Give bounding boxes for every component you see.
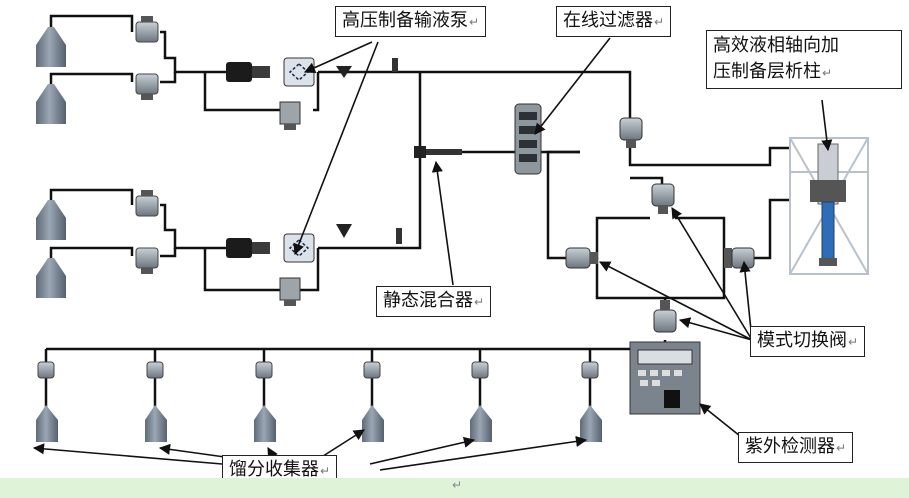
label-collector-text: 馏分收集器 — [229, 459, 319, 480]
inlet-valve-4 — [135, 247, 159, 274]
para-mark: ↵ — [654, 15, 665, 29]
label-column-line1: 高效液相轴向加 — [713, 35, 839, 56]
label-pump-text: 高压制备输液泵 — [342, 10, 468, 31]
online-filter — [514, 103, 542, 175]
prep-column — [789, 137, 869, 275]
para-mark: ↵ — [452, 478, 463, 492]
mode-switch-valves — [565, 117, 755, 333]
label-filter-text: 在线过滤器 — [563, 10, 653, 31]
para-mark: ↵ — [848, 335, 859, 349]
label-valve: 模式切换阀↵ — [750, 326, 866, 357]
para-mark: ↵ — [836, 441, 847, 455]
switch-valve-top — [619, 117, 643, 148]
inlet-valve-1 — [135, 16, 159, 43]
solvent-tank-1 — [36, 27, 66, 67]
collector-vessel-5 — [470, 361, 492, 442]
para-mark: ↵ — [469, 15, 480, 29]
label-valve-text: 模式切换阀 — [757, 330, 847, 351]
inlet-pipes-upper — [49, 14, 632, 118]
static-mixer — [414, 146, 462, 158]
label-column: 高效液相轴向加 压制备层析柱↵ — [706, 30, 902, 89]
pump-lower — [226, 224, 402, 306]
label-filter: 在线过滤器↵ — [556, 6, 672, 37]
bottom-strip — [0, 478, 909, 498]
solvent-tank-3 — [36, 200, 66, 240]
solvent-tank-2 — [36, 84, 66, 124]
inlet-valve-2 — [135, 73, 159, 100]
para-mark: ↵ — [474, 295, 485, 309]
uv-detector — [629, 341, 701, 415]
label-mixer: 静态混合器↵ — [376, 286, 492, 317]
collector-vessels — [36, 361, 602, 442]
collector-vessel-3 — [254, 361, 276, 442]
inlet-valve-group — [135, 16, 159, 274]
inlet-valve-3 — [135, 190, 159, 217]
para-mark: ↵ — [822, 66, 833, 80]
collector-vessel-2 — [145, 361, 167, 442]
para-mark: ↵ — [320, 464, 331, 478]
solvent-tank-4 — [36, 258, 66, 298]
label-detector-text: 紫外检测器 — [745, 436, 835, 457]
switch-valve-bottom — [653, 300, 677, 333]
label-pump: 高压制备输液泵↵ — [335, 6, 487, 37]
collector-vessel-4 — [362, 361, 384, 442]
switch-valve-right — [724, 247, 755, 269]
label-column-line2: 压制备层析柱 — [713, 61, 821, 82]
collector-vessel-6 — [580, 361, 602, 442]
label-detector: 紫外检测器↵ — [738, 432, 854, 463]
switch-valve-left — [565, 247, 598, 269]
switch-valve-mid — [651, 183, 675, 214]
collector-manifold — [44, 347, 630, 408]
inlet-pipes-lower — [49, 72, 422, 292]
callout-arrows — [32, 37, 833, 471]
collector-vessel-1 — [36, 361, 58, 442]
label-mixer-text: 静态混合器 — [383, 290, 473, 311]
